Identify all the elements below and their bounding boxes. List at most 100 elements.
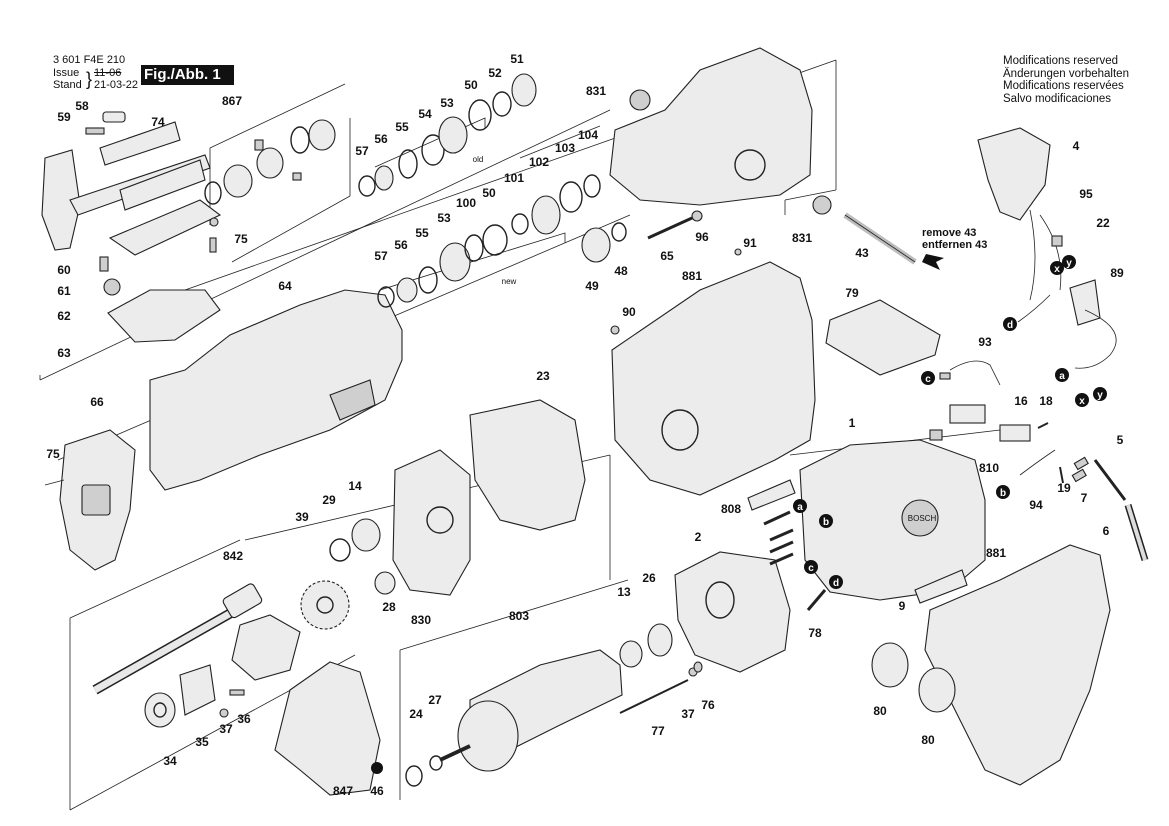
part-label: 2 [695,530,702,544]
connector-markers: x y d a c x y b a b c d [793,255,1107,589]
part-label: 18 [1039,394,1053,408]
document-number: 3 601 F4E 210 [53,54,126,66]
part-label: 831 [586,84,606,98]
motor-housing-1: BOSCH [799,429,986,601]
wire-93 [939,360,1001,386]
figure-label: Fig./Abb. 1 [141,65,234,85]
modifications-notice: Modifications reserved Änderungen vorbeh… [1003,55,1129,105]
part-label: 62 [57,309,71,323]
connector-x2: x [1079,396,1085,407]
part-label: 57 [355,144,369,158]
part-label: 95 [1079,187,1093,201]
issue-label: Issue [53,67,80,79]
guide-shoe-63 [99,199,222,343]
part-label: 78 [808,626,822,640]
fan-baffle-23 [469,399,586,531]
bearing-stack-lower [377,174,601,308]
part-label: 7 [1081,491,1088,505]
plunger-group-867 [204,119,336,205]
part-label: 842 [223,549,243,563]
part-label: 61 [57,284,71,298]
bearing-34 [144,664,245,728]
part-label: 27 [428,693,442,707]
gear-housing-831 [609,47,917,265]
part-label: 6 [1103,524,1110,538]
connector-y2: y [1097,390,1103,401]
part-label: 14 [348,479,362,493]
variant-new: new [502,277,517,286]
part-label: 55 [415,226,429,240]
part-label: 59 [57,110,71,124]
connector-d: d [1007,320,1013,331]
part-label: 881 [986,546,1006,560]
part-label: 19 [1057,481,1071,495]
blade-holder-59 [41,149,211,251]
part-label: 65 [660,249,674,263]
connector-y: y [1066,258,1072,269]
part-label: 56 [374,132,388,146]
part-label: 60 [57,263,71,277]
part-label: 23 [536,369,550,383]
part-label: 1 [849,416,856,430]
part-label: 56 [394,238,408,252]
part-label: 4 [1073,139,1080,153]
stand-label: Stand [53,79,82,91]
part-label: 52 [488,66,502,80]
brand-text: BOSCH [908,514,937,523]
part-label: 55 [395,120,409,134]
part-label: 830 [411,613,431,627]
part-label: 54 [418,107,432,121]
part-labels: 58 59 74 867 57 56 55 54 53 50 52 51 831… [46,52,1124,798]
modifications-de: Änderungen vorbehalten [1003,67,1129,80]
part-label: 36 [237,712,251,726]
remove-note-en: remove 43 [922,227,977,239]
part-label: 64 [278,279,292,293]
issue-bracket: } [86,69,93,89]
motor-housing-881-upper [610,261,816,496]
part-label: 90 [622,305,636,319]
part-label: 57 [374,249,388,263]
connector-c: c [925,374,931,385]
part-label: 49 [585,279,599,293]
part-label: 100 [456,196,476,210]
bearing-plate-830 [329,449,471,596]
screw-77 [619,661,703,714]
connector-b2: b [823,517,829,528]
part-label: 867 [222,94,242,108]
plunger-rod-842 [92,583,301,695]
part-label: 58 [75,99,89,113]
stand-value: 21-03-22 [94,79,139,91]
part-label: 50 [464,78,478,92]
gear-housing-cover-64 [149,289,403,491]
part-label: 28 [382,600,396,614]
part-label: 37 [219,722,233,736]
part-label: 16 [1014,394,1028,408]
part-label: 63 [57,346,71,360]
part-label: 94 [1029,498,1043,512]
gear-39 [300,580,350,630]
part-label: 91 [743,236,757,250]
part-label: 79 [845,286,859,300]
part-label: 35 [195,735,209,749]
part-label: 810 [979,461,999,475]
part-label: 104 [578,128,598,142]
part-label: 101 [504,171,524,185]
part-label: 43 [855,246,869,260]
part-label: 75 [234,232,248,246]
part-label: 74 [151,115,165,129]
connector-x: x [1054,264,1060,275]
issue-value: 11-06 [94,67,122,79]
modifications-en: Modifications reserved [1003,55,1119,67]
variant-old: old [473,155,484,164]
clamp-74 [99,121,181,166]
part-label: 77 [651,724,665,738]
part-label: 48 [614,264,628,278]
connector-a: a [1059,371,1065,382]
cover-plate-79 [825,299,941,376]
remove-note-de: entfernen 43 [922,239,988,251]
part-label: 803 [509,609,529,623]
bearing-stack-upper [358,73,537,197]
remove-note: remove 43 entfernen 43 [922,227,987,251]
part-label: 66 [90,395,104,409]
